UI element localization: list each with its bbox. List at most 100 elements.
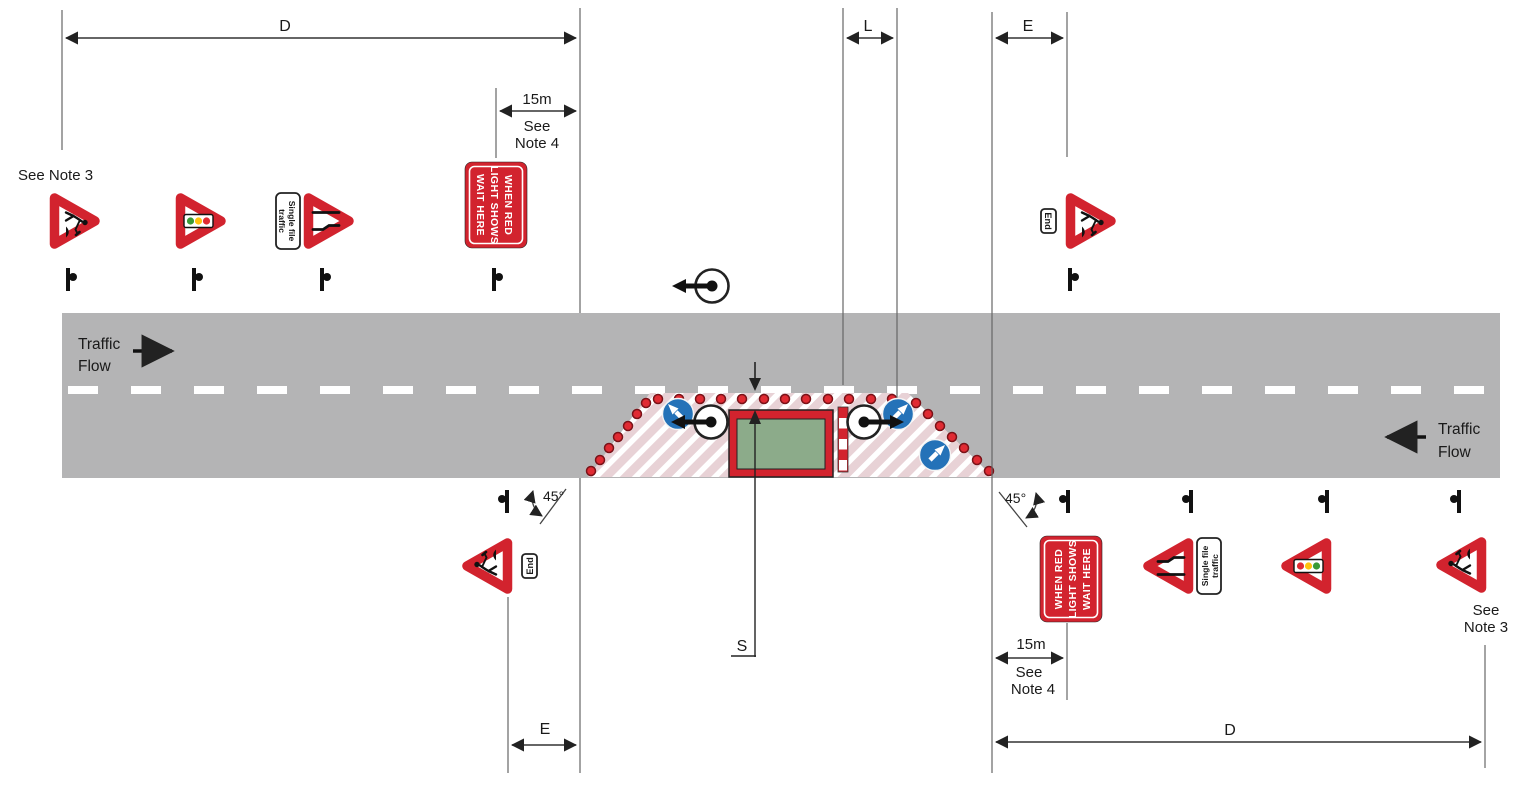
arrow-down-icon <box>749 378 761 391</box>
traffic-signals-icon <box>183 213 214 229</box>
dimension-e-bottom: E <box>510 721 578 752</box>
dim-label-l: L <box>864 18 873 35</box>
traffic-cone <box>822 393 834 405</box>
warning-triangle-icon <box>1441 542 1482 588</box>
wait-here-inner-border <box>1043 539 1099 619</box>
road-narrows-sign-top: Single file traffic <box>275 192 350 250</box>
dimension-15m-bottom: 15m See Note 4 <box>994 636 1065 698</box>
end-of-roadworks-sign-top: End <box>1040 198 1112 244</box>
traffic-cone <box>603 442 615 454</box>
barrier-board-stripe <box>839 460 847 471</box>
traffic-cone <box>958 442 970 454</box>
s-dimension-leader: S <box>731 362 761 657</box>
traffic-cone <box>946 431 958 443</box>
traffic-cone <box>622 420 634 432</box>
roadworks-warning-sign-top <box>55 198 96 244</box>
single-file-plate <box>275 192 301 250</box>
barrier-board-stripe <box>839 439 847 450</box>
wait-line3: WAIT HERE <box>1081 548 1093 610</box>
wait-here-panel <box>464 161 528 249</box>
wait-line2: LIGHT SHOWS <box>1067 540 1079 618</box>
wait-line3: WAIT HERE <box>474 174 486 236</box>
traffic-cone <box>779 393 791 405</box>
dimension-e-top: E <box>994 18 1065 45</box>
traffic-cone <box>594 454 606 466</box>
signal-head-icon <box>672 270 729 303</box>
dimension-d-top: D <box>64 18 578 45</box>
sign-post-icon <box>1059 490 1070 513</box>
traffic-cone <box>865 393 877 405</box>
traffic-cone <box>971 454 983 466</box>
end-plate <box>1040 208 1057 234</box>
wait-here-sign-bottom: WHEN RED LIGHT SHOWS WAIT HERE <box>1039 535 1103 623</box>
note4-bottom-line1: See <box>1016 664 1043 681</box>
wait-here-inner-border <box>468 165 524 245</box>
wait-line1: WHEN RED <box>1053 549 1065 609</box>
traffic-cone <box>694 393 706 405</box>
sign-post-icon <box>498 490 509 513</box>
wait-line1: WHEN RED <box>502 175 514 235</box>
dimension-15m-top: 15m See Note 4 <box>498 91 578 152</box>
sign-post-icon <box>320 268 331 291</box>
note3-top-label: See Note 3 <box>18 167 93 184</box>
dim-label-d-top: D <box>279 18 291 35</box>
warning-triangle-icon <box>1148 543 1189 589</box>
wait-line2: LIGHT SHOWS <box>488 166 500 244</box>
taper-angle-arc <box>523 490 543 517</box>
sign-post-icon <box>192 268 203 291</box>
keep-left-sign-taper <box>918 438 952 472</box>
angle-label-left: 45° <box>543 488 564 504</box>
dim-label-s: S <box>737 638 748 655</box>
note4-top-line1: See <box>524 118 551 135</box>
roadworks-warning-sign-bottom <box>1441 542 1482 588</box>
angle-label-right: 45° <box>1005 490 1026 506</box>
traffic-cone <box>934 420 946 432</box>
works-vehicle-body <box>736 418 826 470</box>
cone-row-right-taper <box>910 397 995 477</box>
dimension-l: L <box>845 18 895 45</box>
works-vehicle <box>728 409 834 478</box>
sign-post-icon <box>1450 490 1461 513</box>
end-of-roadworks-sign-bottom: End <box>467 543 538 589</box>
warning-triangle-icon <box>467 543 508 589</box>
traffic-flow-right-line1: Traffic <box>1438 421 1480 438</box>
traffic-flow-left-line2: Flow <box>78 358 112 375</box>
wait-here-sign-top: WHEN RED LIGHT SHOWS WAIT HERE <box>464 161 528 249</box>
traffic-flow-left: Traffic Flow <box>78 334 175 375</box>
single-file-line2: traffic <box>1210 554 1220 578</box>
warning-triangle-icon <box>309 198 350 244</box>
traffic-cone <box>715 393 727 405</box>
note4-top-line2: Note 4 <box>515 135 559 152</box>
taper-angle-right: 45° <box>998 490 1046 528</box>
traffic-cone <box>612 431 624 443</box>
end-label: End <box>525 557 535 574</box>
dim-label-15m-bottom: 15m <box>1016 636 1045 653</box>
dim-label-15m-top: 15m <box>522 91 551 108</box>
dim-label-d-bottom: D <box>1224 722 1236 739</box>
single-file-line1: Single file <box>1200 545 1210 586</box>
taper-angle-arc <box>1025 492 1046 519</box>
cone-row-left-taper <box>585 397 652 477</box>
end-plate <box>521 553 538 579</box>
warning-triangle-icon <box>55 198 96 244</box>
warning-triangle-icon <box>1071 198 1112 244</box>
traffic-signals-warning-sign-top <box>181 198 222 244</box>
taper-angle-left: 45° <box>523 488 567 525</box>
traffic-cone <box>983 465 995 477</box>
traffic-cone <box>631 408 643 420</box>
barrier-board-stripe <box>839 418 847 429</box>
end-label: End <box>1043 212 1053 229</box>
traffic-cone <box>585 465 597 477</box>
traffic-cone <box>910 397 922 409</box>
barrier-board <box>837 406 849 473</box>
arrow-up-icon <box>749 410 761 424</box>
traffic-flow-left-line1: Traffic <box>78 336 120 353</box>
traffic-cone <box>652 393 664 405</box>
cone-row-top <box>652 393 898 405</box>
note3-bottom-line2: Note 3 <box>1464 619 1508 636</box>
taper-angle-line <box>539 488 567 525</box>
sign-post-icon <box>1068 268 1079 291</box>
dim-label-e-top: E <box>1023 18 1034 35</box>
